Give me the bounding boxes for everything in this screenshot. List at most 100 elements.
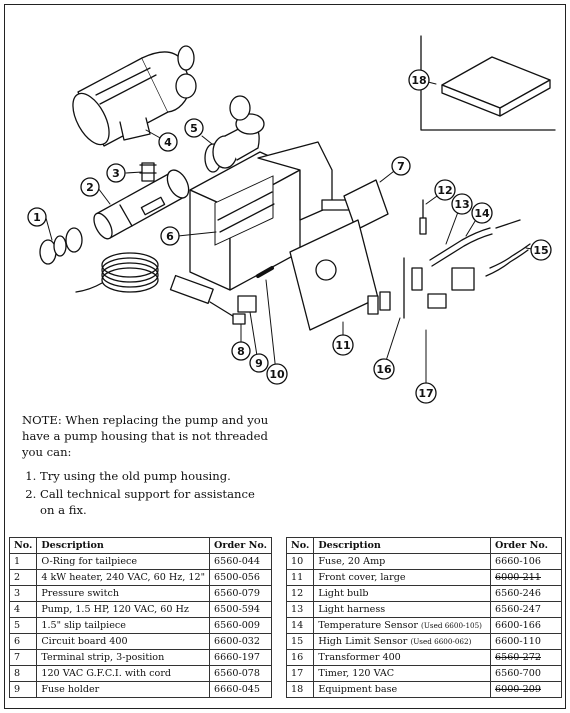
callout-13-number: 13 [454,198,469,211]
callout-6-number: 6 [166,230,174,243]
callout-11: 11 [332,334,354,356]
note-list: Try using the old pump housing. Call tec… [22,468,272,518]
part-description-cell: Front cover, large [313,569,491,586]
part-description-cell: Light harness [313,601,491,618]
note-item: Try using the old pump housing. [40,468,272,484]
column-header-order: Order No. [490,537,562,554]
pump-drawing [72,45,197,147]
callout-10: 10 [266,363,288,385]
callout-9: 9 [249,353,269,373]
order-number-cell: 6560-247 [490,601,562,618]
pump-replacement-note: NOTE: When replacing the pump and you ha… [22,412,272,520]
transformer-drawing [367,291,391,315]
callout-5-number: 5 [190,122,198,135]
tailpiece-drawing [204,95,265,173]
callout-12: 12 [434,179,456,201]
heater-drawing [93,169,190,240]
callout-15: 15 [530,239,552,261]
order-number-cell: 6560-272 [490,649,562,666]
callout-5: 5 [184,118,204,138]
callout-4: 4 [158,132,178,152]
part-number-cell: 10 [285,553,315,570]
part-description: Terminal strip, 3-position [41,652,165,663]
order-number-cell: 6560-009 [209,617,272,634]
note-text: NOTE: When replacing the pump and you ha… [22,413,269,459]
part-description-note: (Used 6600-105) [421,621,482,630]
table-header-row: No. Description Order No. [285,537,562,554]
part-description-cell: Temperature Sensor (Used 6600-105) [313,617,491,634]
part-number-cell: 7 [8,649,38,666]
equipment-base-drawing [420,35,556,131]
order-number-cell: 6560-700 [490,665,562,682]
part-description-cell: Pressure switch [36,585,211,602]
part-description-cell: Fuse, 20 Amp [313,553,491,570]
fuse-holder-drawing [237,266,274,313]
order-number-cell: 6560-079 [209,585,272,602]
part-description: Pressure switch [41,588,120,599]
gfci-cord-drawing [75,252,246,325]
part-description: High Limit Sensor [318,636,408,647]
high-limit-sensor-drawing [485,219,531,277]
part-description-cell: Light bulb [313,585,491,602]
part-description-cell: Circuit board 400 [36,633,211,650]
callout-3: 3 [106,163,126,183]
order-number-cell: 6660-106 [490,553,562,570]
callout-2-number: 2 [86,181,94,194]
part-number-cell: 15 [285,633,315,650]
callout-15-number: 15 [533,244,548,257]
part-description-cell: Timer, 120 VAC [313,665,491,682]
part-description: Front cover, large [318,572,406,583]
callout-7: 7 [391,156,411,176]
part-description: O-Ring for tailpiece [41,556,138,567]
part-number-cell: 3 [8,585,38,602]
callout-18: 18 [408,69,430,91]
order-number-cell: 6000-209 [490,681,562,698]
part-description: Transformer 400 [318,652,401,663]
order-number-cell: 6500-056 [209,569,272,586]
part-number-cell: 9 [8,681,38,698]
order-number-cell: 6560-246 [490,585,562,602]
part-description: Fuse, 20 Amp [318,556,386,567]
part-number-cell: 6 [8,633,38,650]
light-bulb-drawing [419,199,427,235]
part-description: Circuit board 400 [41,636,128,647]
callout-18-number: 18 [411,74,426,87]
callout-16: 16 [373,358,395,380]
column-header-no: No. [8,537,38,554]
part-number-cell: 17 [285,665,315,682]
part-description-cell: 4 kW heater, 240 VAC, 60 Hz, 12" [36,569,211,586]
callout-8: 8 [231,341,251,361]
part-number-cell: 1 [8,553,38,570]
order-number-cell: 6600-110 [490,633,562,650]
callout-14-number: 14 [474,207,490,220]
order-number-cell: 6560-044 [209,553,272,570]
part-number-cell: 4 [8,601,38,618]
terminal-strip-drawing [321,179,389,231]
part-description-cell: O-Ring for tailpiece [36,553,211,570]
part-description-note: (Used 6600-062) [410,637,472,646]
part-number-cell: 11 [285,569,315,586]
part-number-cell: 12 [285,585,315,602]
callout-12-number: 12 [437,184,452,197]
part-number-cell: 5 [8,617,38,634]
o-ring-drawing [39,227,83,265]
pressure-switch-drawing [139,162,157,182]
callout-17-number: 17 [418,387,433,400]
column-header-order: Order No. [209,537,272,554]
timer-drawing [427,267,475,309]
